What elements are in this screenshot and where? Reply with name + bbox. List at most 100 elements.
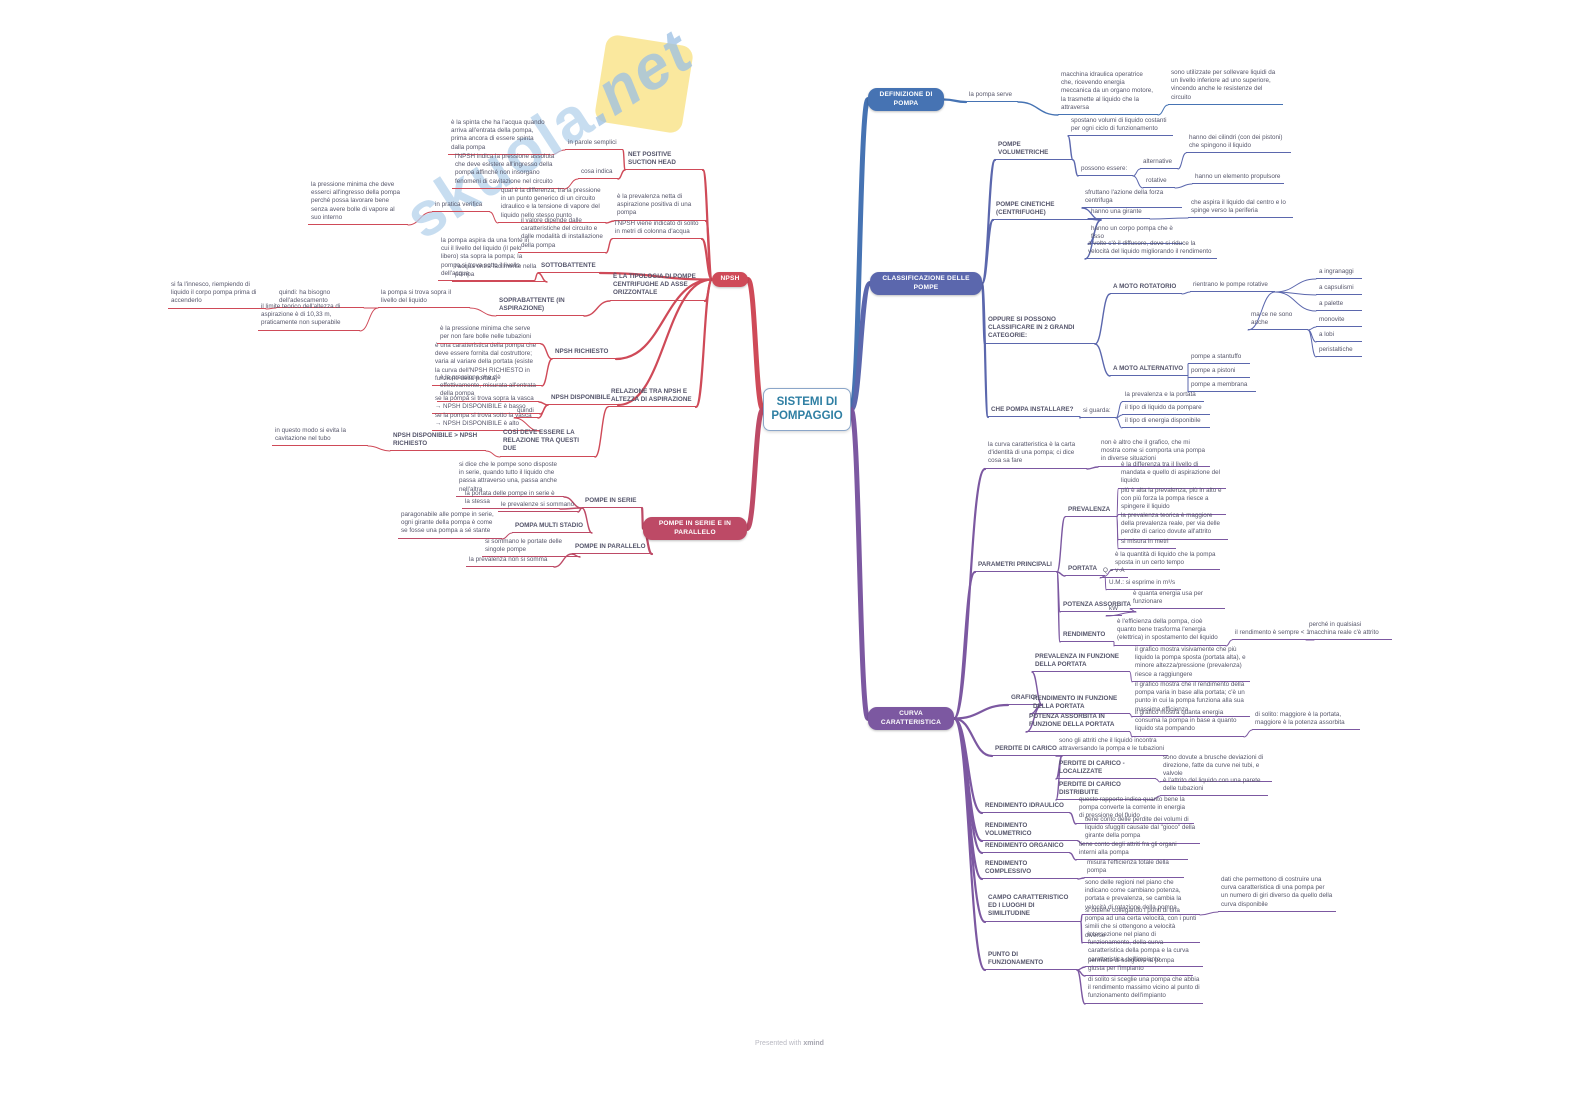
topic-par2[interactable]: POMPE IN PARALLELO [572, 542, 652, 555]
topic-pot[interactable]: POTENZA ASSORBITA [1060, 600, 1136, 613]
topic-malt3[interactable]: pompe a membrana [1188, 380, 1256, 393]
topic-gra3b[interactable]: di solito: maggiore è la portata, maggio… [1252, 710, 1360, 731]
topic-par2a[interactable]: si sommano le portate delle singole pomp… [482, 537, 580, 558]
topic-ndisp2[interactable]: se la pompa si trova sopra la vasca → NP… [432, 394, 540, 415]
branch-topic-def[interactable]: DEFINIZIONE DI POMPA [868, 88, 944, 112]
topic-nsotto1[interactable]: la pompa aspira da una fonte in cui il l… [438, 236, 534, 281]
topic-nsopra1[interactable]: la pompa si trova sopra il livello del l… [378, 288, 470, 309]
topic-nlim[interactable]: il limite teorico dell'altezza di aspira… [258, 302, 360, 331]
topic-cin[interactable]: POMPE CINETICHE (CENTRIFUGHE) [993, 200, 1101, 221]
topic-cat2[interactable]: OPPURE SI POSSONO CLASSIFICARE IN 2 GRAN… [985, 315, 1095, 344]
topic-rcom[interactable]: RENDIMENTO COMPLESSIVO [982, 859, 1078, 880]
topic-ncosi1[interactable]: NPSH DISPONIBILE > NPSH RICHIESTO [390, 431, 486, 452]
topic-malt2[interactable]: pompe a pistoni [1188, 366, 1250, 379]
topic-rvol1[interactable]: tiene conto delle perdite dei volumi di … [1082, 815, 1200, 844]
topic-perd3a[interactable]: è l'attrito del liquido con una parete d… [1160, 776, 1268, 797]
topic-rorg[interactable]: RENDIMENTO ORGANICO [982, 841, 1070, 854]
topic-campo1a[interactable]: dati che permettono di costruire una cur… [1218, 875, 1336, 912]
topic-malt[interactable]: A MOTO ALTERNATIVO [1110, 364, 1188, 377]
topic-t1[interactable]: a ingranaggi [1316, 267, 1362, 280]
topic-campo2[interactable]: si ottiene collegando i punti di una pom… [1082, 906, 1200, 943]
topic-prev4[interactable]: si misura in metri [1118, 537, 1176, 550]
topic-param[interactable]: PARAMETRI PRINCIPALI [975, 560, 1057, 573]
topic-cin3[interactable]: hanno un corpo pompa che è fisso [1088, 224, 1183, 245]
topic-nsotto[interactable]: SOTTOBATTENTE [538, 261, 600, 274]
topic-chec[interactable]: il tipo di energia disponibile [1122, 416, 1210, 429]
topic-punto2[interactable]: permette di scegliere la pompa giusta pe… [1085, 956, 1193, 977]
topic-vol[interactable]: POMPE VOLUMETRICHE [995, 140, 1073, 161]
topic-ridr1[interactable]: questo rapporto indica quanto bene la po… [1076, 795, 1194, 824]
topic-nrich1[interactable]: è una caratteristica della pompa che dev… [432, 341, 542, 386]
topic-vol1[interactable]: spostano volumi di liquido costanti per … [1068, 116, 1173, 137]
topic-perd1[interactable]: sono gli attriti che il liquido incontra… [1056, 736, 1168, 757]
topic-curi2[interactable]: non è altro che il grafico, che mi mostr… [1098, 438, 1210, 467]
topic-nqual[interactable]: qual è la differenza, tra la pressione i… [498, 186, 606, 223]
topic-ncosi2[interactable]: in questo modo si evita la cavitazione n… [272, 426, 368, 447]
topic-nrel[interactable]: RELAZIONE TRA NPSH E ALTEZZA DI ASPIRAZI… [608, 387, 696, 408]
branch-topic-cls[interactable]: CLASSIFICAZIONE DELLE POMPE [870, 272, 982, 296]
topic-rvol[interactable]: RENDIMENTO VOLUMETRICO [982, 821, 1078, 842]
topic-ndisp1[interactable]: è la pressione che c'è effettivamente, m… [437, 373, 539, 402]
topic-chea[interactable]: la prevalenza e la portata [1122, 390, 1204, 403]
topic-rot1[interactable]: hanno un elemento propulsore [1192, 172, 1284, 185]
topic-campo[interactable]: CAMPO CARATTERISTICO ED I LUOGHI DI SIMI… [985, 893, 1081, 922]
branch-topic-ser[interactable]: POMPE IN SERIE E IN PARALLELO [643, 517, 747, 541]
topic-gra2a[interactable]: il grafico mostra che il rendimento dell… [1132, 680, 1250, 717]
topic-port[interactable]: PORTATA [1065, 564, 1105, 577]
topic-npmin[interactable]: la pressione minima che deve esserci all… [308, 180, 408, 225]
topic-gra1a[interactable]: il grafico mostra visivamente che più li… [1132, 645, 1250, 682]
topic-nquindi[interactable]: quindi: ha bisogno dell'adescamento [276, 288, 364, 309]
topic-ren2[interactable]: il rendimento è sempre < 1 [1232, 628, 1314, 641]
topic-punto1[interactable]: intersezione nel piano di funzionamento,… [1085, 930, 1203, 967]
topic-nh1a[interactable]: è la spinta che ha l'acqua quando arriva… [448, 118, 550, 155]
topic-nh[interactable]: NET POSITIVE SUCTION HEAD [625, 150, 703, 171]
topic-pot1[interactable]: è quanta energia usa per funzionare [1130, 589, 1225, 610]
topic-nades[interactable]: si fa l'innesco, riempiendo di liquido i… [168, 280, 266, 309]
branch-topic-npsh[interactable]: NPSH [712, 272, 748, 287]
topic-nh1[interactable]: in parole semplici [565, 138, 623, 151]
topic-multi[interactable]: POMPA MULTI STADIO [512, 521, 592, 534]
topic-cheb[interactable]: il tipo di liquido da pompare [1122, 403, 1210, 416]
topic-gra3[interactable]: POTENZA ASSORBITA IN FUNZIONE DELLA PORT… [1026, 712, 1130, 733]
topic-gra2[interactable]: RENDIMENTO IN FUNZIONE DELLA PORTATA [1030, 694, 1130, 715]
topic-perd[interactable]: PERDITE DI CARICO [992, 744, 1062, 757]
topic-ntipo[interactable]: È LA TIPOLOGIA DI POMPE CENTRIFUGHE AD A… [610, 272, 705, 301]
topic-nprev[interactable]: è la prevalenza netta di aspirazione pos… [614, 192, 706, 221]
topic-prev[interactable]: PREVALENZA [1065, 505, 1117, 518]
topic-par2b[interactable]: la prevalenza non si somma [466, 555, 554, 568]
topic-cin1[interactable]: sfruttano l'azione della forza centrifug… [1082, 188, 1182, 209]
topic-prev2[interactable]: più è alta la prevalenza, più in alto e … [1118, 486, 1226, 515]
topic-serie2[interactable]: la portata delle pompe in serie è la ste… [462, 489, 560, 510]
topic-nh2a[interactable]: l'NPSH indica la pressione assoluta che … [452, 152, 564, 189]
topic-curi[interactable]: la curva caratteristica è la carta d'ide… [985, 440, 1087, 469]
topic-ndispq[interactable]: quindi [514, 406, 538, 419]
topic-ren3[interactable]: perché in qualsiasi macchina reale c'è a… [1306, 620, 1392, 641]
central-topic[interactable]: SISTEMI DI POMPAGGIO [763, 388, 851, 431]
topic-t6[interactable]: peristaltiche [1316, 345, 1362, 358]
topic-rot[interactable]: rotative [1143, 176, 1175, 189]
topic-serie1[interactable]: si dice che le pompe sono disposte in se… [456, 460, 564, 497]
topic-def2[interactable]: macchina idraulica operatrice che, ricev… [1058, 70, 1158, 115]
topic-nprat[interactable]: in pratica verifica [432, 200, 490, 213]
topic-cin2[interactable]: hanno una girante [1088, 207, 1150, 220]
topic-multi1[interactable]: paragonabile alle pompe in serie, ogni g… [398, 510, 502, 539]
topic-serie[interactable]: POMPE IN SERIE [582, 496, 642, 509]
topic-t3[interactable]: a palette [1316, 299, 1362, 312]
topic-che[interactable]: CHE POMPA INSTALLARE? [988, 405, 1080, 418]
topic-alt1[interactable]: hanno dei cilindri (con dei pistoni) che… [1186, 133, 1291, 154]
topic-nh2[interactable]: cosa indica [578, 167, 618, 180]
topic-serie3[interactable]: le prevalenze si sommano [498, 500, 578, 513]
topic-gra3a[interactable]: il grafico mostra quanta energia consuma… [1132, 708, 1244, 737]
topic-mrot1[interactable]: rientrano le pompe rotative [1190, 280, 1275, 293]
topic-def1[interactable]: la pompa serve [966, 90, 1018, 103]
topic-alt[interactable]: alternative [1140, 157, 1178, 170]
topic-nmca[interactable]: l'NPSH viene indicato di solito in metri… [612, 219, 702, 240]
topic-punto3[interactable]: di solito si sceglie una pompa che abbia… [1085, 975, 1203, 1004]
topic-mrot[interactable]: A MOTO ROTATORIO [1110, 282, 1182, 295]
topic-nrich2[interactable]: è la pressione minima che serve per non … [437, 324, 541, 345]
topic-def3[interactable]: sono utilizzate per sollevare liquidi da… [1168, 68, 1283, 105]
topic-vol2[interactable]: possono essere: [1078, 164, 1133, 177]
topic-ridr[interactable]: RENDIMENTO IDRAULICO [982, 801, 1070, 814]
topic-nsopra[interactable]: SOPRABATTENTE (IN ASPIRAZIONE) [496, 296, 584, 317]
topic-anche[interactable]: ma ce ne sono anche [1248, 310, 1308, 331]
